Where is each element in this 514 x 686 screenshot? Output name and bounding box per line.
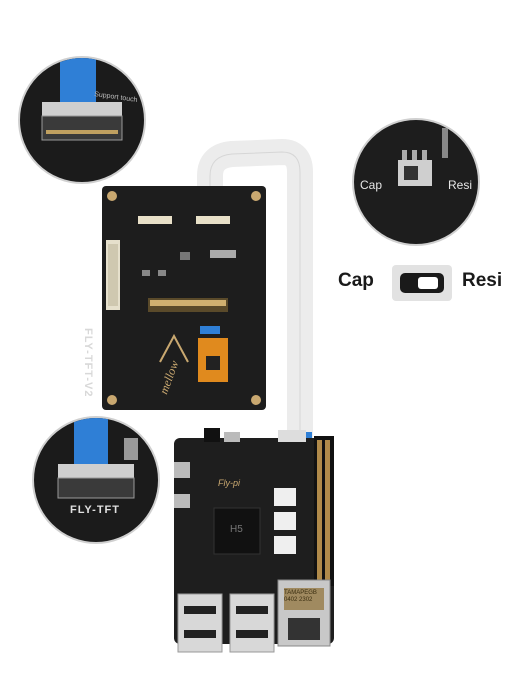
zoom-circle-bottom-connector: FLY-TFT <box>32 416 160 544</box>
soc-label: H5 <box>230 524 243 535</box>
host-board-graphic <box>174 428 334 653</box>
tft-board-graphic <box>102 186 266 410</box>
zoom-circle-switch: Cap Resi <box>352 118 480 246</box>
zoom-switch-cap: Cap <box>360 178 383 192</box>
tft-silkscreen: FLY-TFT-V2 <box>82 328 94 398</box>
lan-chip-text: TAMAPEGB 0402 2302 <box>284 590 317 603</box>
zoom-switch-graphic <box>398 128 448 186</box>
cap-resi-toggle[interactable] <box>392 265 452 301</box>
host-board-name: Fly-pi <box>218 478 240 488</box>
host-board: Fly-pi H5 TAMAPEGB 0402 2302 <box>174 428 338 654</box>
toggle-knob <box>418 277 438 289</box>
zoom-bottom-graphic <box>57 418 138 499</box>
zoom-circle-top-connector: Support touch <box>18 56 146 184</box>
zoom-top-graphic <box>41 58 123 141</box>
cap-label: Cap <box>338 270 374 291</box>
resi-label: Resi <box>462 270 503 291</box>
tft-board: FLY-TFT-V2 mellow <box>82 186 266 410</box>
zoom-switch-resi: Resi <box>448 178 473 192</box>
zoom-bottom-silkscreen: FLY-TFT <box>70 504 120 516</box>
